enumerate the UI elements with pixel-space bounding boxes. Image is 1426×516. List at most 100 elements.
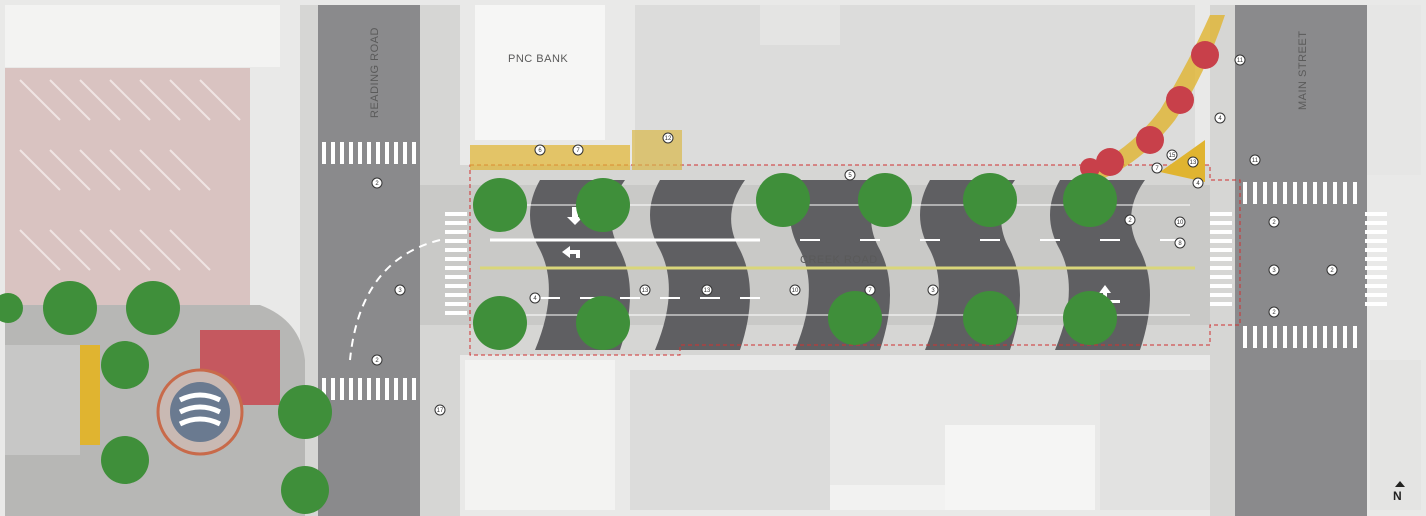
svg-text:13: 13	[1190, 160, 1197, 166]
callout: 6	[534, 144, 546, 156]
building-south-1	[465, 360, 615, 510]
planting-bed-center	[632, 130, 682, 170]
crosswalk-reading-south	[322, 378, 416, 400]
building-south-4	[830, 485, 945, 510]
tree	[0, 293, 23, 323]
callout: 10	[789, 284, 801, 296]
reading-road-label: READING ROAD	[369, 27, 381, 118]
svg-text:2: 2	[375, 358, 379, 364]
project-boundary	[469, 164, 1241, 356]
svg-text:6: 6	[538, 148, 542, 154]
svg-text:7: 7	[1155, 166, 1159, 172]
building-northwest	[5, 5, 280, 67]
tree	[473, 296, 527, 350]
main-street-label: MAIN STREET	[1297, 31, 1309, 110]
crosswalk-creek-east	[1210, 212, 1232, 306]
crosswalk-main-north	[1243, 182, 1357, 204]
callout: 4	[1192, 177, 1204, 189]
creek-road-label: CREEK ROAD	[800, 254, 878, 266]
tree	[576, 296, 630, 350]
north-arrow-icon: N	[1393, 481, 1405, 503]
svg-text:7: 7	[868, 288, 872, 294]
parking-lot-north	[635, 5, 1195, 165]
callout: 17	[434, 404, 446, 416]
svg-text:3: 3	[931, 288, 935, 294]
callout: 4	[1214, 112, 1226, 124]
tree	[963, 291, 1017, 345]
traffic-island	[1160, 140, 1205, 182]
tree	[473, 178, 527, 232]
tree	[756, 173, 810, 227]
crosswalks	[322, 142, 1387, 400]
tree	[281, 466, 329, 514]
callout: 15	[1166, 149, 1178, 161]
building-south-2	[630, 370, 830, 510]
svg-text:11: 11	[1252, 158, 1259, 164]
callout: 2	[1268, 216, 1280, 228]
svg-text:3: 3	[398, 288, 402, 294]
callout: 13	[701, 284, 713, 296]
svg-text:10: 10	[792, 288, 799, 294]
callout: 13	[639, 284, 651, 296]
building-south-3	[945, 425, 1095, 510]
callout: 13	[1187, 156, 1199, 168]
building-south-5	[1100, 370, 1220, 510]
svg-text:5: 5	[848, 173, 852, 179]
svg-text:4: 4	[1218, 116, 1222, 122]
svg-text:4: 4	[1196, 181, 1200, 187]
tree	[1063, 291, 1117, 345]
callout: 2	[371, 177, 383, 189]
crosswalk-creek-west	[445, 212, 467, 315]
planting-arc-northeast	[1085, 15, 1225, 182]
planting-bed-north	[470, 145, 630, 170]
building-north-small	[760, 5, 840, 45]
tree	[278, 385, 332, 439]
crosswalk-main-south	[1243, 326, 1357, 348]
callouts: 2 6 7 12 5 11 4 15 7 13 4 11 2 10 8 3 2 …	[371, 54, 1338, 416]
callout: 5	[844, 169, 856, 181]
callout: 2	[1124, 214, 1136, 226]
tree	[126, 281, 180, 335]
plaza-building	[5, 345, 80, 455]
callout: 12	[662, 132, 674, 144]
pnc-bank-building	[475, 5, 605, 140]
svg-text:3: 3	[1272, 268, 1276, 274]
tree	[101, 436, 149, 484]
callout: 3	[394, 284, 406, 296]
pnc-bank-label: PNC BANK	[508, 53, 568, 65]
callout: 7	[572, 144, 584, 156]
red-shrubs	[1080, 41, 1219, 178]
turn-path	[349, 239, 441, 361]
svg-text:2: 2	[1272, 310, 1276, 316]
svg-text:2: 2	[1128, 218, 1132, 224]
svg-text:2: 2	[375, 181, 379, 187]
callout: 3	[927, 284, 939, 296]
north-label: N	[1393, 489, 1402, 503]
svg-text:4: 4	[533, 296, 537, 302]
logo-medallion-icon	[156, 368, 244, 456]
reading-road	[318, 5, 420, 516]
svg-text:15: 15	[1169, 153, 1176, 159]
callout: 2	[371, 354, 383, 366]
building-east	[1365, 5, 1421, 175]
trees	[0, 173, 1117, 514]
svg-text:10: 10	[1177, 220, 1184, 226]
parking-lot-west	[5, 68, 250, 308]
parking-stripes	[19, 79, 241, 271]
svg-text:17: 17	[437, 408, 444, 414]
crosswalk-main-east	[1365, 212, 1387, 306]
tree	[43, 281, 97, 335]
tree	[828, 291, 882, 345]
crosswalk-reading-north	[322, 142, 416, 164]
callout: 2	[1268, 306, 1280, 318]
tree	[101, 341, 149, 389]
callout: 11	[1234, 54, 1246, 66]
svg-text:2: 2	[1272, 220, 1276, 226]
svg-text:8: 8	[1178, 241, 1182, 247]
tree	[1063, 173, 1117, 227]
svg-text:12: 12	[665, 136, 672, 142]
callout: 4	[529, 292, 541, 304]
callout: 3	[1268, 264, 1280, 276]
callout: 7	[1151, 162, 1163, 174]
